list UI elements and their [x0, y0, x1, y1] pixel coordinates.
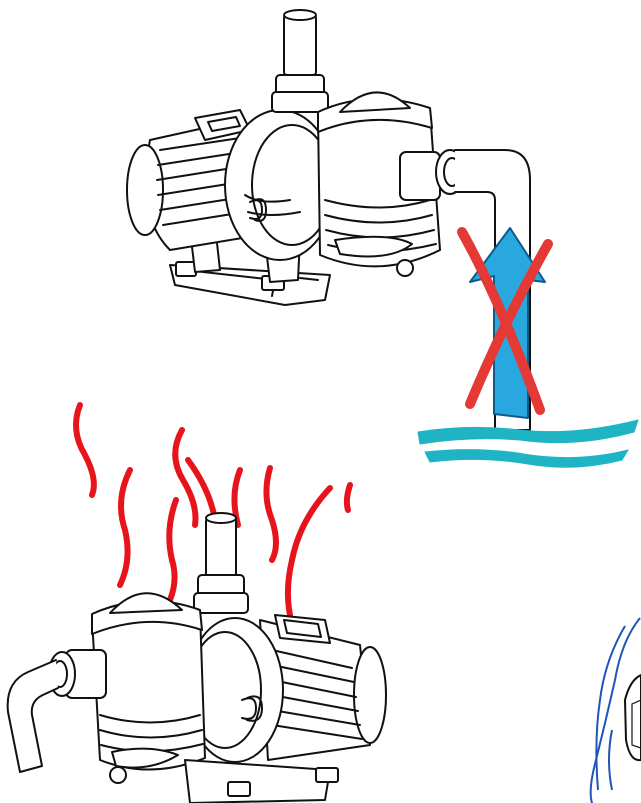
- pump-outlet-pipe: [272, 10, 328, 112]
- heat-wave-stroke: [288, 488, 330, 615]
- heat-wave-stroke: [169, 500, 176, 600]
- pool-pump-bottom: [8, 513, 386, 803]
- pump-strainer-pot-bottom: [92, 593, 205, 783]
- heat-wave-stroke: [76, 405, 94, 495]
- suction-pipe-bottom: [8, 660, 58, 772]
- pump-base-bottom: [185, 760, 338, 803]
- water-outline-stroke: [609, 730, 612, 790]
- water-ripple: [425, 450, 628, 468]
- pump-inlet-fitting-bottom: [49, 650, 106, 698]
- pool-pump-partial-right: [625, 675, 641, 760]
- water-outline-stroke: [596, 626, 625, 790]
- pool-pump-top: [127, 10, 464, 305]
- heat-wave-stroke: [175, 430, 195, 525]
- heat-wave-stroke: [120, 470, 130, 585]
- heat-wave-stroke: [266, 468, 276, 560]
- heat-wave-stroke: [347, 485, 350, 510]
- pump-outlet-pipe-bottom: [194, 513, 248, 613]
